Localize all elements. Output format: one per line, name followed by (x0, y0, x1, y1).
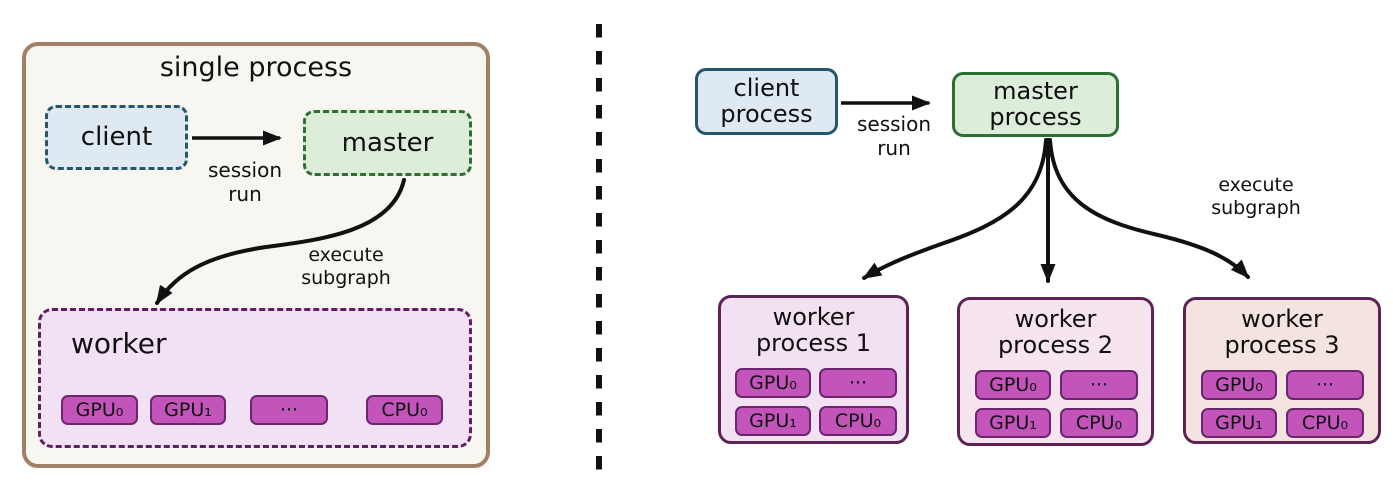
worker-process-2-title: worker process 2 (960, 306, 1151, 359)
label-line: run (228, 182, 262, 207)
device-chip-ellipsis: ··· (250, 395, 328, 425)
label-line: execute (1218, 174, 1294, 196)
label-line: client (733, 73, 800, 102)
label-line: subgraph (301, 267, 391, 290)
device-chip-gpu0: GPU₀ (1201, 370, 1277, 400)
label-line: execute (308, 244, 384, 266)
client-node: client (45, 105, 188, 170)
execute-subgraph-label-right: execute subgraph (1196, 174, 1316, 220)
device-chip-ellipsis: ··· (819, 368, 897, 398)
label-line: session (207, 158, 283, 182)
device-chip-gpu0: GPU₀ (975, 370, 1051, 400)
label-line: process 1 (755, 329, 872, 358)
device-chip-gpu1: GPU₁ (150, 395, 226, 425)
worker-title: worker (71, 327, 167, 360)
device-chip-gpu1: GPU₁ (1201, 408, 1277, 438)
label-line: process (989, 102, 1082, 131)
label-line: run (877, 136, 911, 161)
device-chip-ellipsis: ··· (1286, 370, 1364, 400)
client-process-node: client process (695, 68, 838, 135)
execute-subgraph-label-left: execute subgraph (286, 244, 406, 290)
label-line: worker (1014, 305, 1097, 333)
device-chip-cpu0: CPU₀ (366, 395, 443, 425)
device-chip-gpu1: GPU₁ (975, 408, 1051, 438)
device-chip-cpu0: CPU₀ (1060, 408, 1138, 438)
label-line: worker (1241, 305, 1323, 333)
single-process-title: single process (159, 52, 353, 83)
worker-process-2-box: worker process 2 GPU₀ ··· GPU₁ CPU₀ (957, 297, 1154, 446)
label-line: process 2 (997, 331, 1114, 360)
worker-node: worker GPU₀ GPU₁ ··· CPU₀ (38, 308, 472, 448)
label-line: subgraph (1211, 197, 1301, 220)
label-line: session (856, 112, 932, 136)
device-chip-cpu0: CPU₀ (1286, 408, 1364, 438)
device-chip-cpu0: CPU₀ (819, 406, 897, 436)
master-process-node: master process (952, 72, 1119, 137)
label-line: master (993, 76, 1078, 105)
device-chip-gpu1: GPU₁ (735, 406, 811, 436)
device-chip-gpu0: GPU₀ (61, 395, 138, 425)
master-node: master (303, 110, 472, 176)
label-line: process (720, 99, 813, 128)
session-run-label-left: session run (199, 158, 291, 207)
label-line: worker (772, 303, 855, 331)
worker-process-1-title: worker process 1 (721, 304, 906, 357)
worker-process-3-box: worker process 3 GPU₀ ··· GPU₁ CPU₀ (1183, 297, 1381, 444)
worker-process-1-box: worker process 1 GPU₀ ··· GPU₁ CPU₀ (718, 295, 909, 444)
device-chip-ellipsis: ··· (1060, 370, 1138, 400)
session-run-label-right: session run (848, 112, 940, 161)
worker-process-3-title: worker process 3 (1186, 306, 1378, 359)
label-line: process 3 (1224, 331, 1340, 360)
device-chip-gpu0: GPU₀ (735, 368, 811, 398)
